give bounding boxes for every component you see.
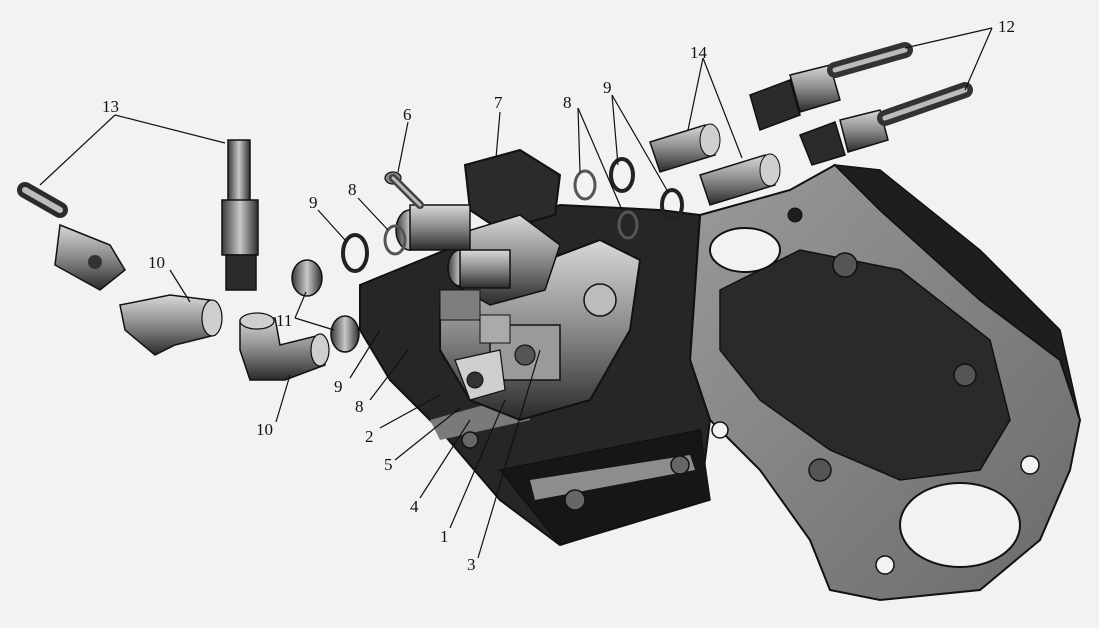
callout-labels: 13 12 14 8 9 7 6 8 9 10 11 10 9 8 2 5 4 …	[102, 17, 1015, 574]
fitting-part-12-left	[17, 182, 126, 291]
callout-8-lower: 8	[355, 397, 364, 416]
callout-8-top-right: 8	[563, 93, 572, 112]
callout-9-left: 9	[309, 193, 318, 212]
callout-1: 1	[440, 527, 449, 546]
callout-8-left: 8	[348, 180, 357, 199]
callout-14: 14	[690, 43, 708, 62]
callout-9-top-right: 9	[603, 78, 612, 97]
callout-5: 5	[384, 455, 393, 474]
callout-10-lower: 10	[256, 420, 273, 439]
rings-left-8-9	[341, 224, 407, 273]
callout-9-lower: 9	[334, 377, 343, 396]
leader-lines	[39, 27, 993, 559]
valve-assembly	[395, 148, 642, 422]
callout-13: 11	[276, 311, 292, 330]
fittings-part-11	[749, 42, 973, 166]
bolt-part-6	[384, 171, 424, 209]
callout-11: 12	[998, 17, 1015, 36]
callout-7: 7	[494, 93, 503, 112]
callout-10-left: 10	[148, 253, 165, 272]
fitting-part-12-upper	[221, 139, 259, 291]
callout-6: 6	[403, 105, 412, 124]
callout-2: 2	[365, 427, 374, 446]
nuts-part-13	[291, 259, 360, 353]
rings-right-8-9	[573, 157, 684, 240]
adapters-part-14	[649, 123, 781, 206]
elbow-part-10-left	[119, 294, 223, 356]
callout-3: 3	[467, 555, 476, 574]
callout-12: 13	[102, 97, 119, 116]
callout-4: 4	[410, 497, 419, 516]
elbow-part-10-lower	[239, 312, 330, 381]
